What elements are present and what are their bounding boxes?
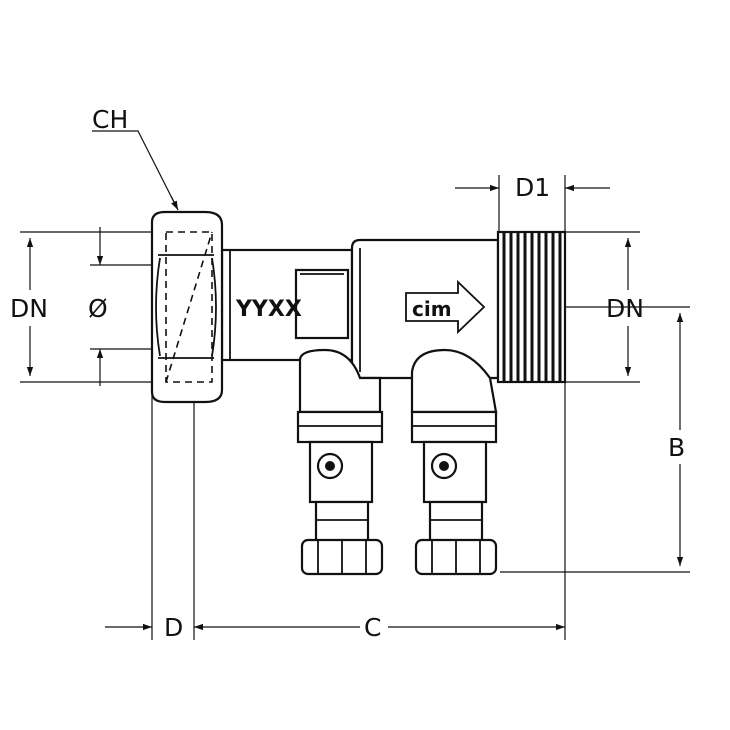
label-dn-right: DN xyxy=(606,294,644,323)
label-c: C xyxy=(364,613,381,642)
label-diameter: Ø xyxy=(88,294,108,323)
label-ch: CH xyxy=(92,105,128,134)
brand-logo: cim xyxy=(412,297,452,321)
batch-code: YYXX xyxy=(235,297,302,322)
body-markings: YYXX cim xyxy=(235,279,486,335)
valve-body xyxy=(220,230,567,384)
label-d1: D1 xyxy=(515,173,550,202)
label-dn-left: DN xyxy=(10,294,48,323)
outlet-valve-left xyxy=(296,348,384,576)
hex-nut xyxy=(150,210,224,404)
thread-stripes xyxy=(502,232,562,382)
label-b: B xyxy=(668,433,685,462)
flow-arrow-icon xyxy=(405,279,486,335)
dimension-lines xyxy=(26,130,684,631)
label-d: D xyxy=(164,613,183,642)
outlet-valve-right xyxy=(410,348,498,576)
